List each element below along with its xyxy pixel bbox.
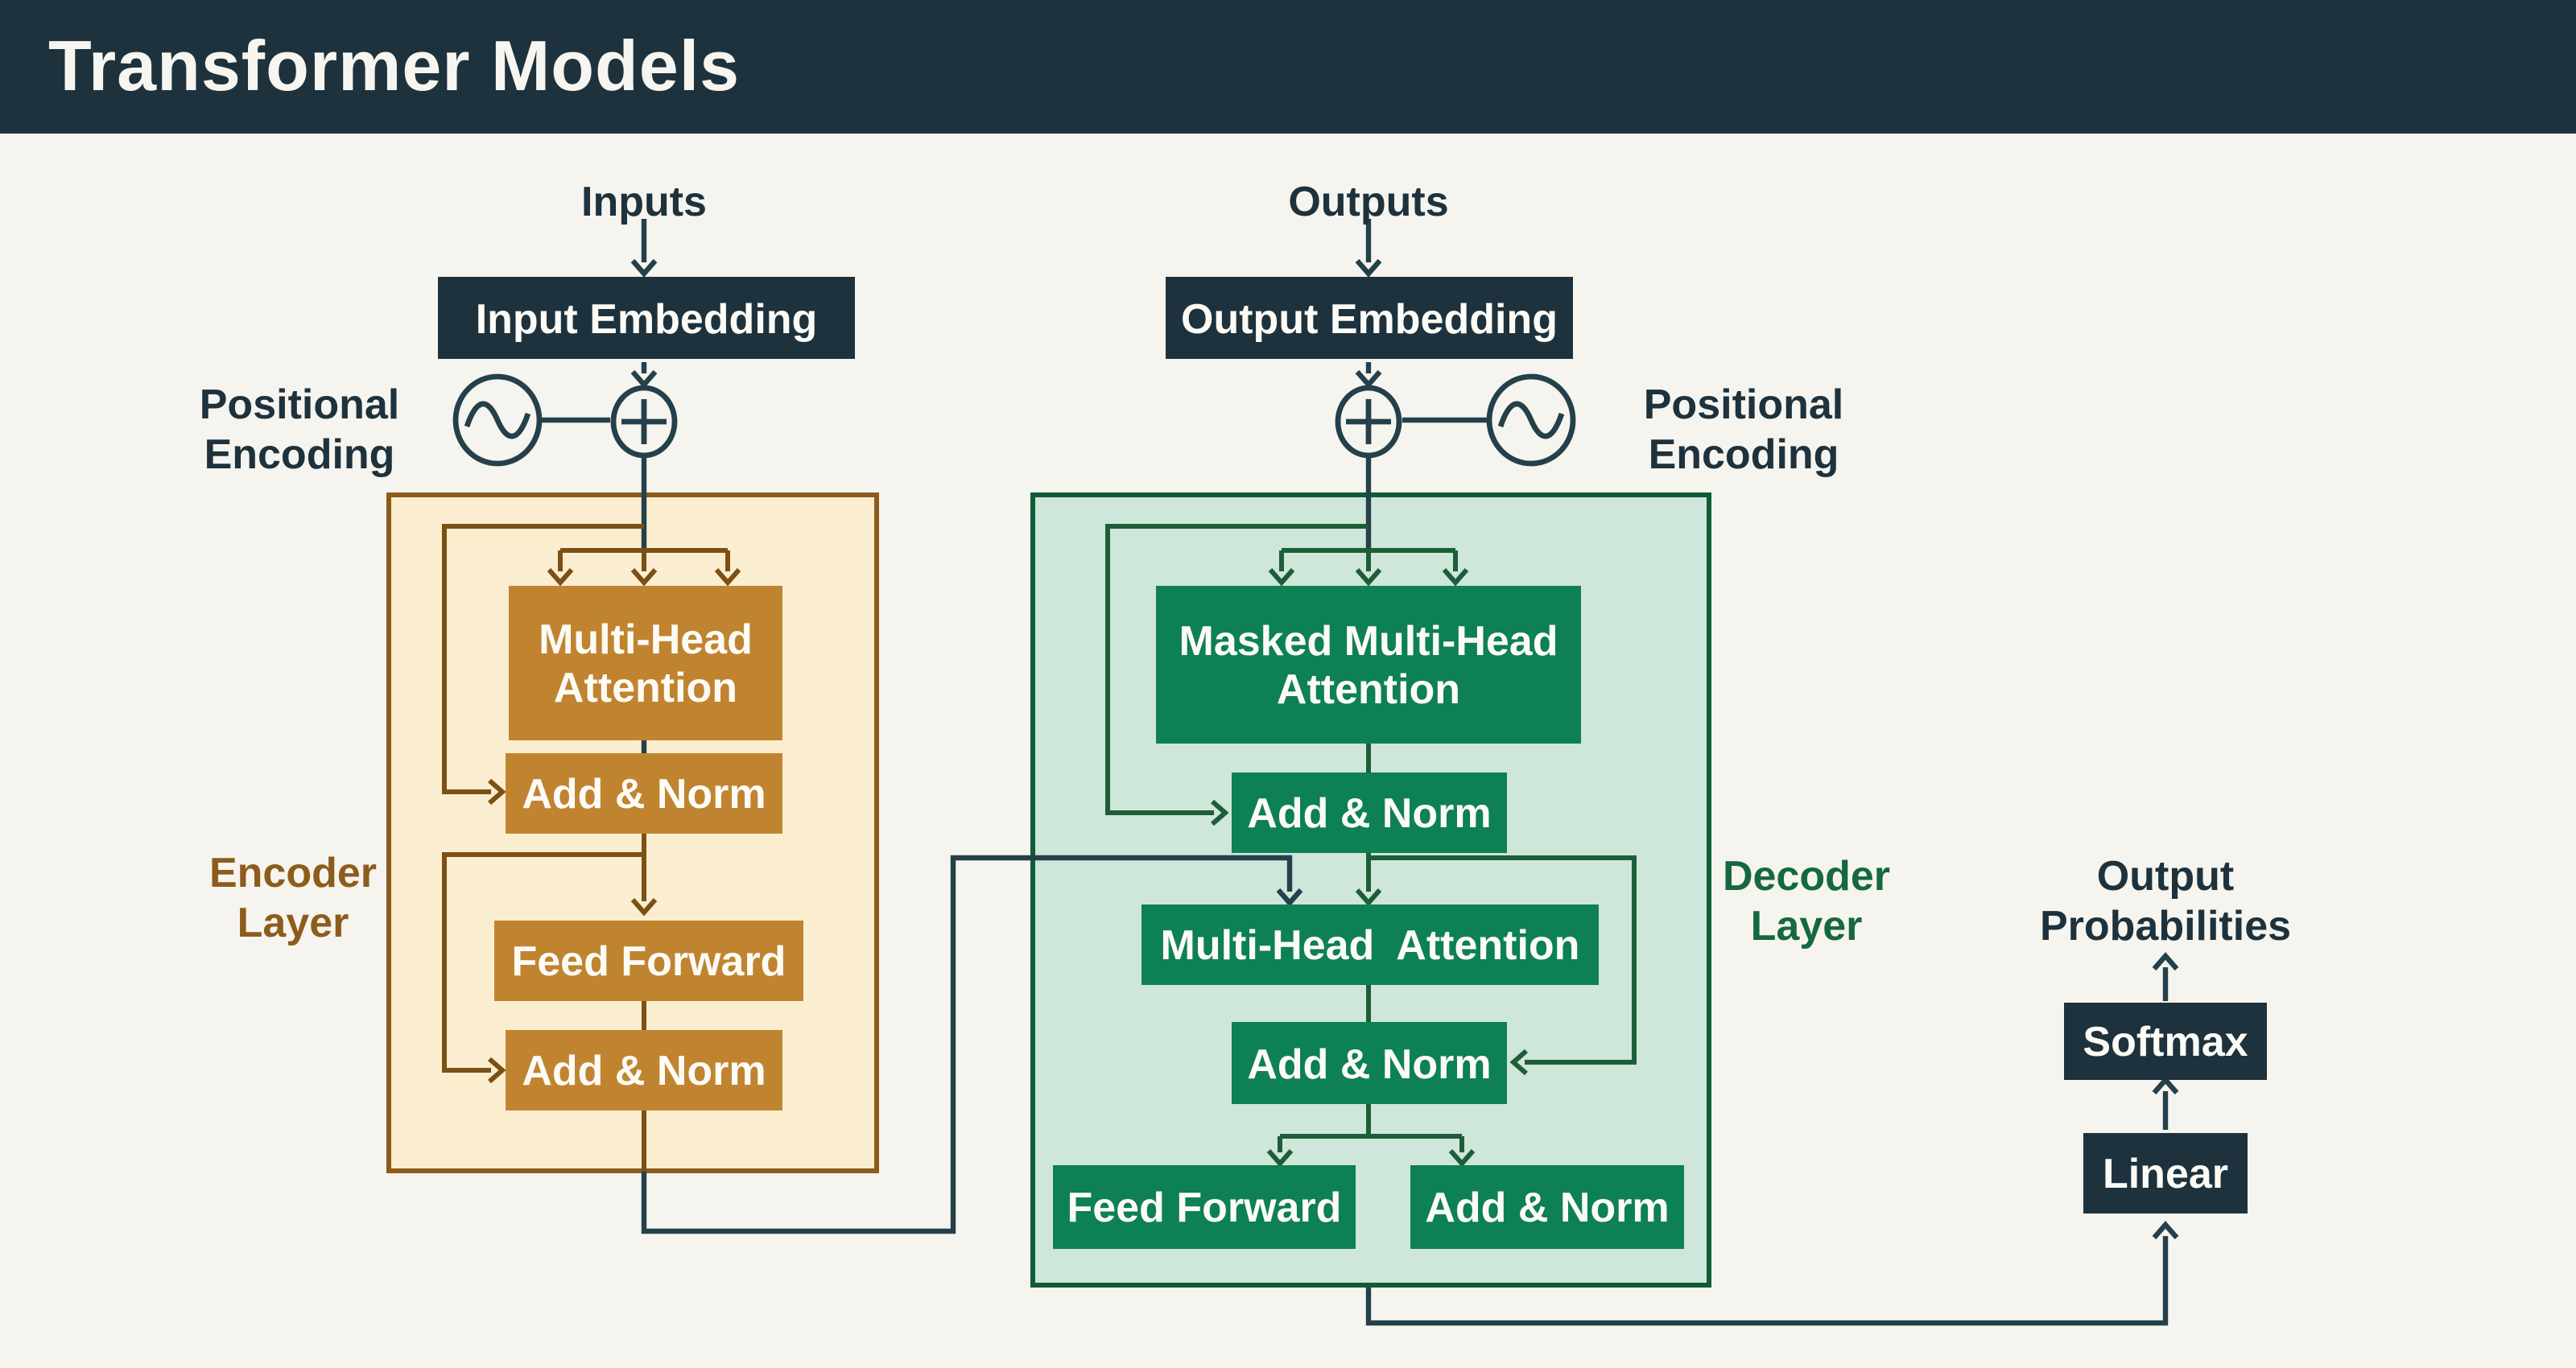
decoder-mha-arrowhead-icon	[1355, 888, 1382, 907]
sine-wave-icon	[1486, 373, 1576, 467]
positional-encoding-line1: Positional	[1643, 380, 1844, 428]
decoder-add-norm-1-box: Add & Norm	[1232, 773, 1507, 853]
encoder-skip-2-arrowhead-icon	[488, 1057, 506, 1084]
plus-glyph-icon	[621, 399, 667, 444]
decoder-split-arrowhead-icon	[1448, 1149, 1476, 1168]
linear-arrowhead-icon	[2152, 1221, 2179, 1240]
encoder-skip-1-arrowhead-icon	[488, 778, 506, 806]
add-norm-label: Add & Norm	[1247, 1039, 1492, 1087]
route-encoder-arrowhead-icon	[1276, 888, 1303, 907]
feed-forward-label: Feed Forward	[511, 937, 786, 985]
encoder-skip-2	[442, 852, 644, 1073]
decoder-split-arrowhead-icon	[1266, 1149, 1294, 1168]
add-norm-label: Add & Norm	[1247, 789, 1492, 837]
encoder-qkv-arrowhead-icon	[547, 568, 574, 587]
masked-mha-line1: Masked Multi-Head	[1179, 616, 1558, 665]
softmax-label: Softmax	[2083, 1017, 2248, 1065]
encoder-add-norm-2-box: Add & Norm	[506, 1030, 782, 1110]
softmax-box: Softmax	[2064, 1003, 2267, 1080]
decoder-skip-2-arrowhead-icon	[1509, 1049, 1528, 1076]
decoder-add-norm-2-box: Add & Norm	[1232, 1022, 1507, 1104]
encoder-layer-line2: Layer	[237, 898, 349, 946]
circle-plus-icon	[1335, 385, 1402, 459]
title-bar: Transformer Models	[0, 0, 2576, 134]
route-decoder-to-linear	[1365, 1236, 2169, 1326]
linear-label: Linear	[2102, 1149, 2229, 1197]
decoder-skip-2	[1368, 855, 1637, 1065]
decoder-layer-line1: Decoder	[1722, 851, 1891, 900]
positional-encoding-line2: Encoding	[204, 430, 395, 478]
masked-mha-line2: Attention	[1276, 665, 1461, 713]
decoder-mha-label: Multi-Head Attention	[1160, 921, 1580, 969]
positional-encoding-line2: Encoding	[1648, 430, 1839, 478]
outputs-arrowhead-icon	[1355, 258, 1382, 278]
input-embedding-label: Input Embedding	[475, 294, 818, 342]
output-embedding-label: Output Embedding	[1181, 294, 1558, 342]
outputs-label: Outputs	[1288, 177, 1449, 225]
circle-plus-icon	[610, 385, 678, 459]
encoder-skip-1	[442, 524, 644, 794]
inputs-arrowhead-icon	[630, 258, 658, 278]
page-title: Transformer Models	[48, 27, 741, 105]
mha-line1: Multi-Head	[539, 615, 753, 663]
output-probabilities-line1: Output	[2096, 851, 2235, 900]
encoder-layer-label: Encoder Layer	[209, 848, 377, 948]
encoder-layer-line1: Encoder	[208, 848, 378, 896]
encoder-wires	[442, 524, 741, 1172]
decoder-wires	[1105, 524, 1637, 1168]
decoder-qkv-arrowhead-icon	[1268, 568, 1295, 587]
decoder-multi-head-attention-box: Multi-Head Attention	[1141, 904, 1599, 985]
decoder-qkv-arrowhead-icon	[1442, 568, 1469, 587]
decoder-skip-1-arrowhead-icon	[1211, 799, 1229, 826]
positional-encoding-label-left: Positional Encoding	[200, 380, 400, 480]
encoder-add-norm-1-box: Add & Norm	[506, 753, 782, 834]
inputs-label: Inputs	[581, 177, 707, 225]
encoder-multi-head-attention-box: Multi-Head Attention	[509, 586, 782, 740]
sine-curve-icon	[464, 401, 531, 439]
encoder-feed-forward-box: Feed Forward	[494, 921, 803, 1001]
input-add-arrowhead-icon	[630, 369, 658, 389]
decoder-layer-label: Decoder Layer	[1723, 851, 1890, 951]
plus-glyph-icon	[1346, 399, 1391, 444]
sine-wave-icon	[452, 373, 543, 467]
teal-lines	[539, 219, 2179, 1326]
output-add-arrowhead-icon	[1355, 369, 1382, 389]
sine-curve-icon	[1497, 401, 1565, 439]
add-norm-label: Add & Norm	[522, 1046, 766, 1094]
feed-forward-label: Feed Forward	[1067, 1183, 1342, 1231]
linear-box: Linear	[2083, 1133, 2248, 1213]
decoder-masked-mha-box: Masked Multi-Head Attention	[1156, 586, 1581, 744]
decoder-feed-forward-box: Feed Forward	[1053, 1165, 1356, 1249]
mha-line2: Attention	[553, 663, 738, 711]
positional-encoding-icons	[452, 373, 1576, 467]
output-probabilities-label: Output Probabilities	[2040, 851, 2291, 951]
probabilities-arrowhead-icon	[2152, 952, 2179, 971]
decoder-skip-1	[1105, 524, 1368, 815]
feedforward-arrowhead-icon	[630, 898, 658, 917]
output-embedding-box: Output Embedding	[1166, 277, 1573, 359]
output-probabilities-line2: Probabilities	[2039, 901, 2292, 950]
decoder-qkv-arrowhead-icon	[1355, 568, 1382, 587]
positional-encoding-line1: Positional	[199, 380, 400, 428]
decoder-add-norm-3-box: Add & Norm	[1410, 1165, 1684, 1249]
route-encoder-to-decoder	[641, 855, 1293, 1234]
add-norm-label: Add & Norm	[522, 769, 766, 818]
decoder-layer-line2: Layer	[1750, 901, 1863, 950]
add-norm-label: Add & Norm	[1425, 1183, 1670, 1231]
encoder-qkv-arrowhead-icon	[714, 568, 741, 587]
positional-encoding-label-right: Positional Encoding	[1644, 380, 1844, 480]
encoder-qkv-arrowhead-icon	[630, 568, 658, 587]
input-embedding-box: Input Embedding	[438, 277, 855, 359]
softmax-arrowhead-icon	[2152, 1076, 2179, 1095]
